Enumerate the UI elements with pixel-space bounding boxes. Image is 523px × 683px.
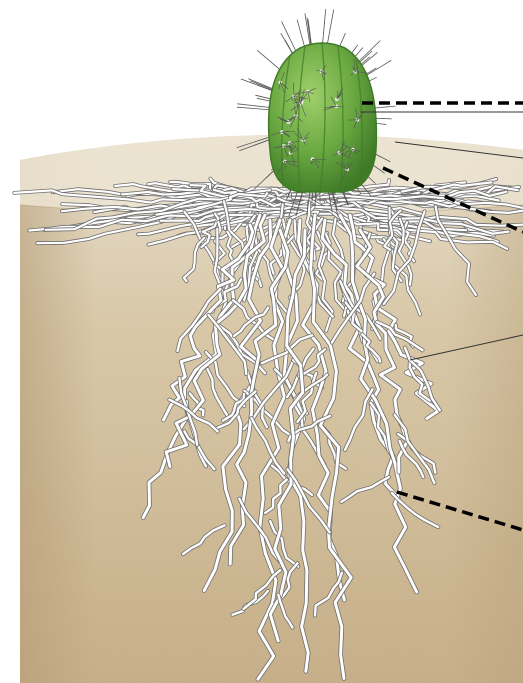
cactus-spine — [250, 81, 273, 90]
cactus-spine — [237, 107, 270, 110]
cactus-spine — [237, 104, 270, 108]
cactus-spine — [322, 9, 325, 47]
cactus-spine — [327, 10, 334, 49]
cactus-spine — [248, 79, 273, 89]
cactus-spine — [257, 50, 281, 71]
cactus-spine — [297, 20, 305, 50]
